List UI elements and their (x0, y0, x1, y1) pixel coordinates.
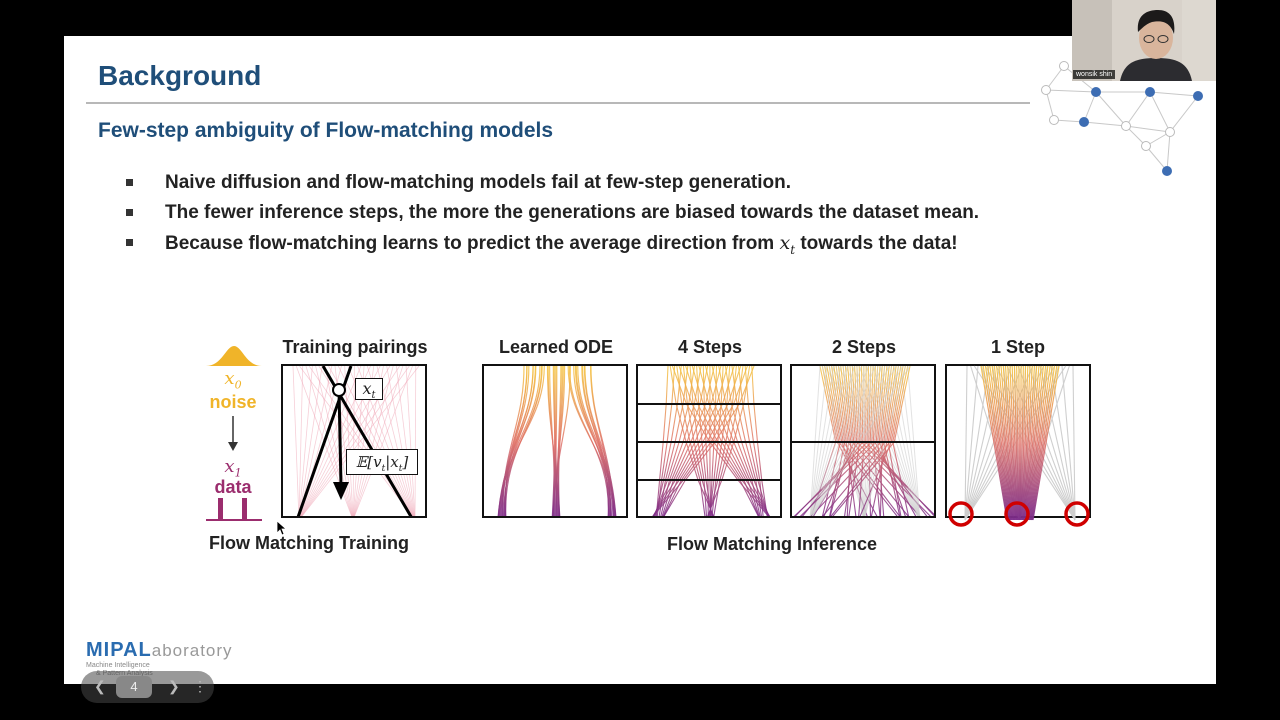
xt-box: xt (355, 378, 383, 401)
arrow-down-icon (228, 416, 238, 451)
two-steps-plot (792, 366, 934, 516)
webcam-video: wonsik shin (1072, 0, 1216, 81)
data-distribution-icon (206, 498, 262, 521)
x0-label: x0 (224, 368, 242, 392)
title-divider (86, 102, 1030, 104)
four-steps-plot (638, 366, 780, 516)
panel-title-4-steps: 4 Steps (677, 337, 743, 357)
panel-title-1-step: 1 Step (990, 337, 1046, 357)
mode-highlight-circle (948, 501, 974, 527)
inference-caption: Flow Matching Inference (667, 534, 878, 554)
chevron-right-icon[interactable]: ❯ (168, 678, 180, 694)
panel-learned-ode (482, 364, 628, 518)
bullet-list: Naive diffusion and flow-matching models… (124, 172, 979, 262)
more-options-icon[interactable]: ⋮ (193, 678, 207, 694)
noise-distribution-icon (206, 346, 262, 366)
participant-name: wonsik shin (1073, 70, 1116, 79)
bullet-item: The fewer inference steps, the more the … (124, 202, 979, 232)
bullet-marker (126, 209, 133, 216)
presenter-avatar (1072, 0, 1216, 81)
chevron-left-icon[interactable]: ❮ (94, 678, 106, 694)
mode-highlight-circle (1064, 501, 1090, 527)
panel-2-steps (790, 364, 936, 518)
panel-title-2-steps: 2 Steps (831, 337, 897, 357)
panel-4-steps (636, 364, 782, 518)
mouse-cursor-icon (276, 520, 286, 536)
noise-label: noise (209, 392, 257, 412)
expectation-box: 𝔼[vt|xt] (346, 449, 418, 475)
slide: Background Few-step ambiguity of Flow-ma… (64, 36, 1216, 684)
slide-title: Background (98, 60, 262, 91)
panel-1-step (945, 364, 1091, 527)
slide-subtitle: Few-step ambiguity of Flow-matching mode… (98, 119, 554, 142)
training-caption: Flow Matching Training (209, 533, 409, 553)
bullet-marker (126, 179, 133, 186)
slide-pager: ❮ 4 ❯ ⋮ (81, 671, 214, 703)
panel-title-learned-ode: Learned ODE (498, 337, 614, 357)
training-pairings-title: Training pairings (282, 337, 428, 357)
math-xt: xt (779, 232, 796, 257)
bullet-item: Because flow-matching learns to predict … (124, 232, 979, 262)
network-graph-decoration (1041, 61, 1203, 176)
bullet-item: Naive diffusion and flow-matching models… (124, 172, 979, 202)
learned-ode-plot (497, 366, 617, 516)
x1-label: x1 (224, 456, 242, 480)
mode-highlight-circle (1004, 501, 1030, 527)
page-number[interactable]: 4 (116, 676, 152, 698)
training-panel (281, 364, 427, 518)
one-step-plot (948, 365, 1090, 527)
data-label: data (214, 477, 252, 497)
bullet-marker (126, 239, 133, 246)
